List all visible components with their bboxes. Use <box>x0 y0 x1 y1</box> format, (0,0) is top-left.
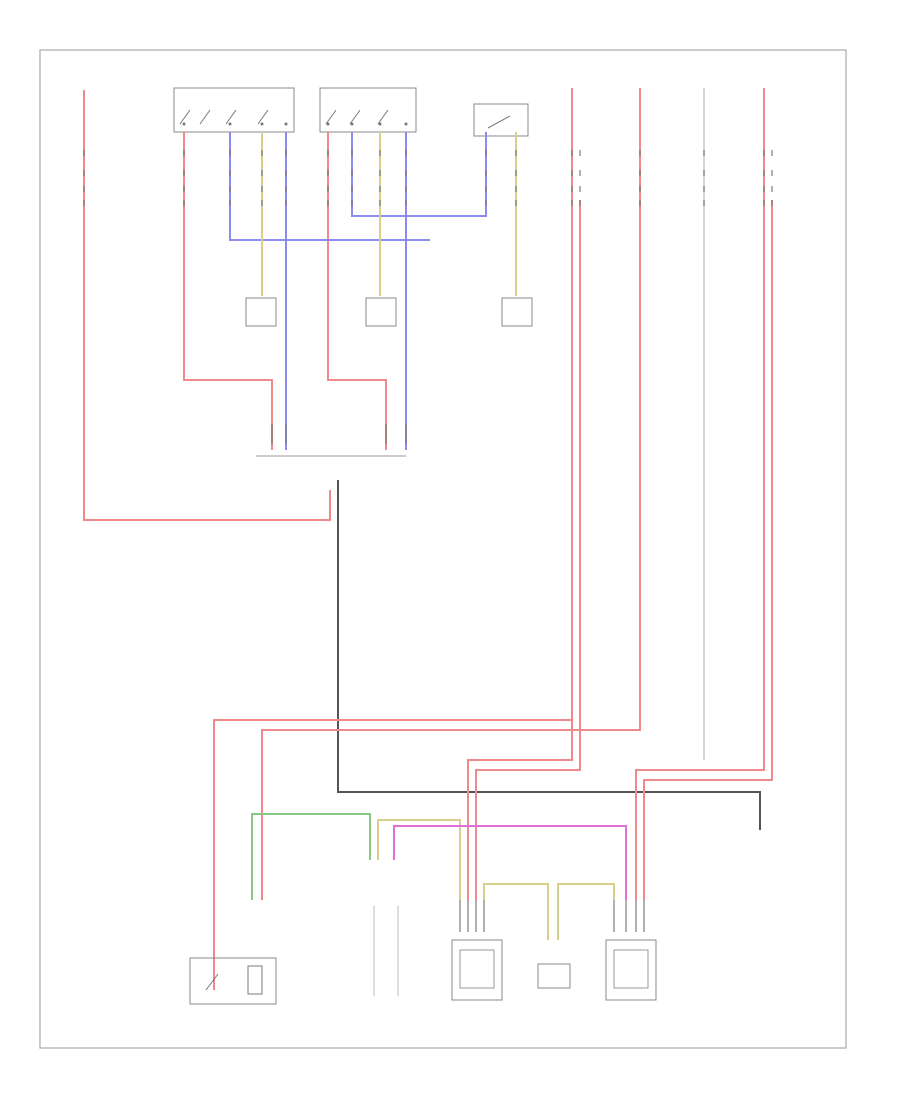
wire-black-main <box>337 480 761 830</box>
lamp-left <box>245 297 277 327</box>
wire-pink <box>393 825 627 900</box>
lamp-mid <box>365 297 397 327</box>
wire-red-motor-1b <box>475 200 581 900</box>
connector-pins <box>83 150 773 932</box>
motor-1 <box>451 939 503 1001</box>
switch-right <box>473 103 529 137</box>
lamp-right <box>501 297 533 327</box>
wire-red-switch-mid <box>327 132 387 450</box>
motor-2 <box>605 939 657 1001</box>
wire-red-switch-left <box>183 132 273 450</box>
wire-red-hot-4b <box>643 200 773 900</box>
wire-red-motor-1a <box>467 200 573 900</box>
wire-green <box>251 813 371 900</box>
wire-yellow-motor-link-2 <box>557 883 615 940</box>
sensor <box>537 963 571 989</box>
wire-blue-upper <box>351 132 487 217</box>
control-unit-left <box>189 957 277 1005</box>
wire-yellow-lower-left <box>377 819 461 900</box>
wire-yellow-motor-link-1 <box>483 883 549 940</box>
control-unit-mid <box>373 906 399 996</box>
switch-left <box>173 87 295 133</box>
diagram-frame <box>39 49 847 1049</box>
wire-red-hot-2 <box>261 88 641 900</box>
wire-blue-horizontal <box>229 132 430 241</box>
wire-red-hot-4a <box>635 88 765 900</box>
switch-mid <box>319 87 417 133</box>
wire-red-left-feed <box>83 90 331 521</box>
